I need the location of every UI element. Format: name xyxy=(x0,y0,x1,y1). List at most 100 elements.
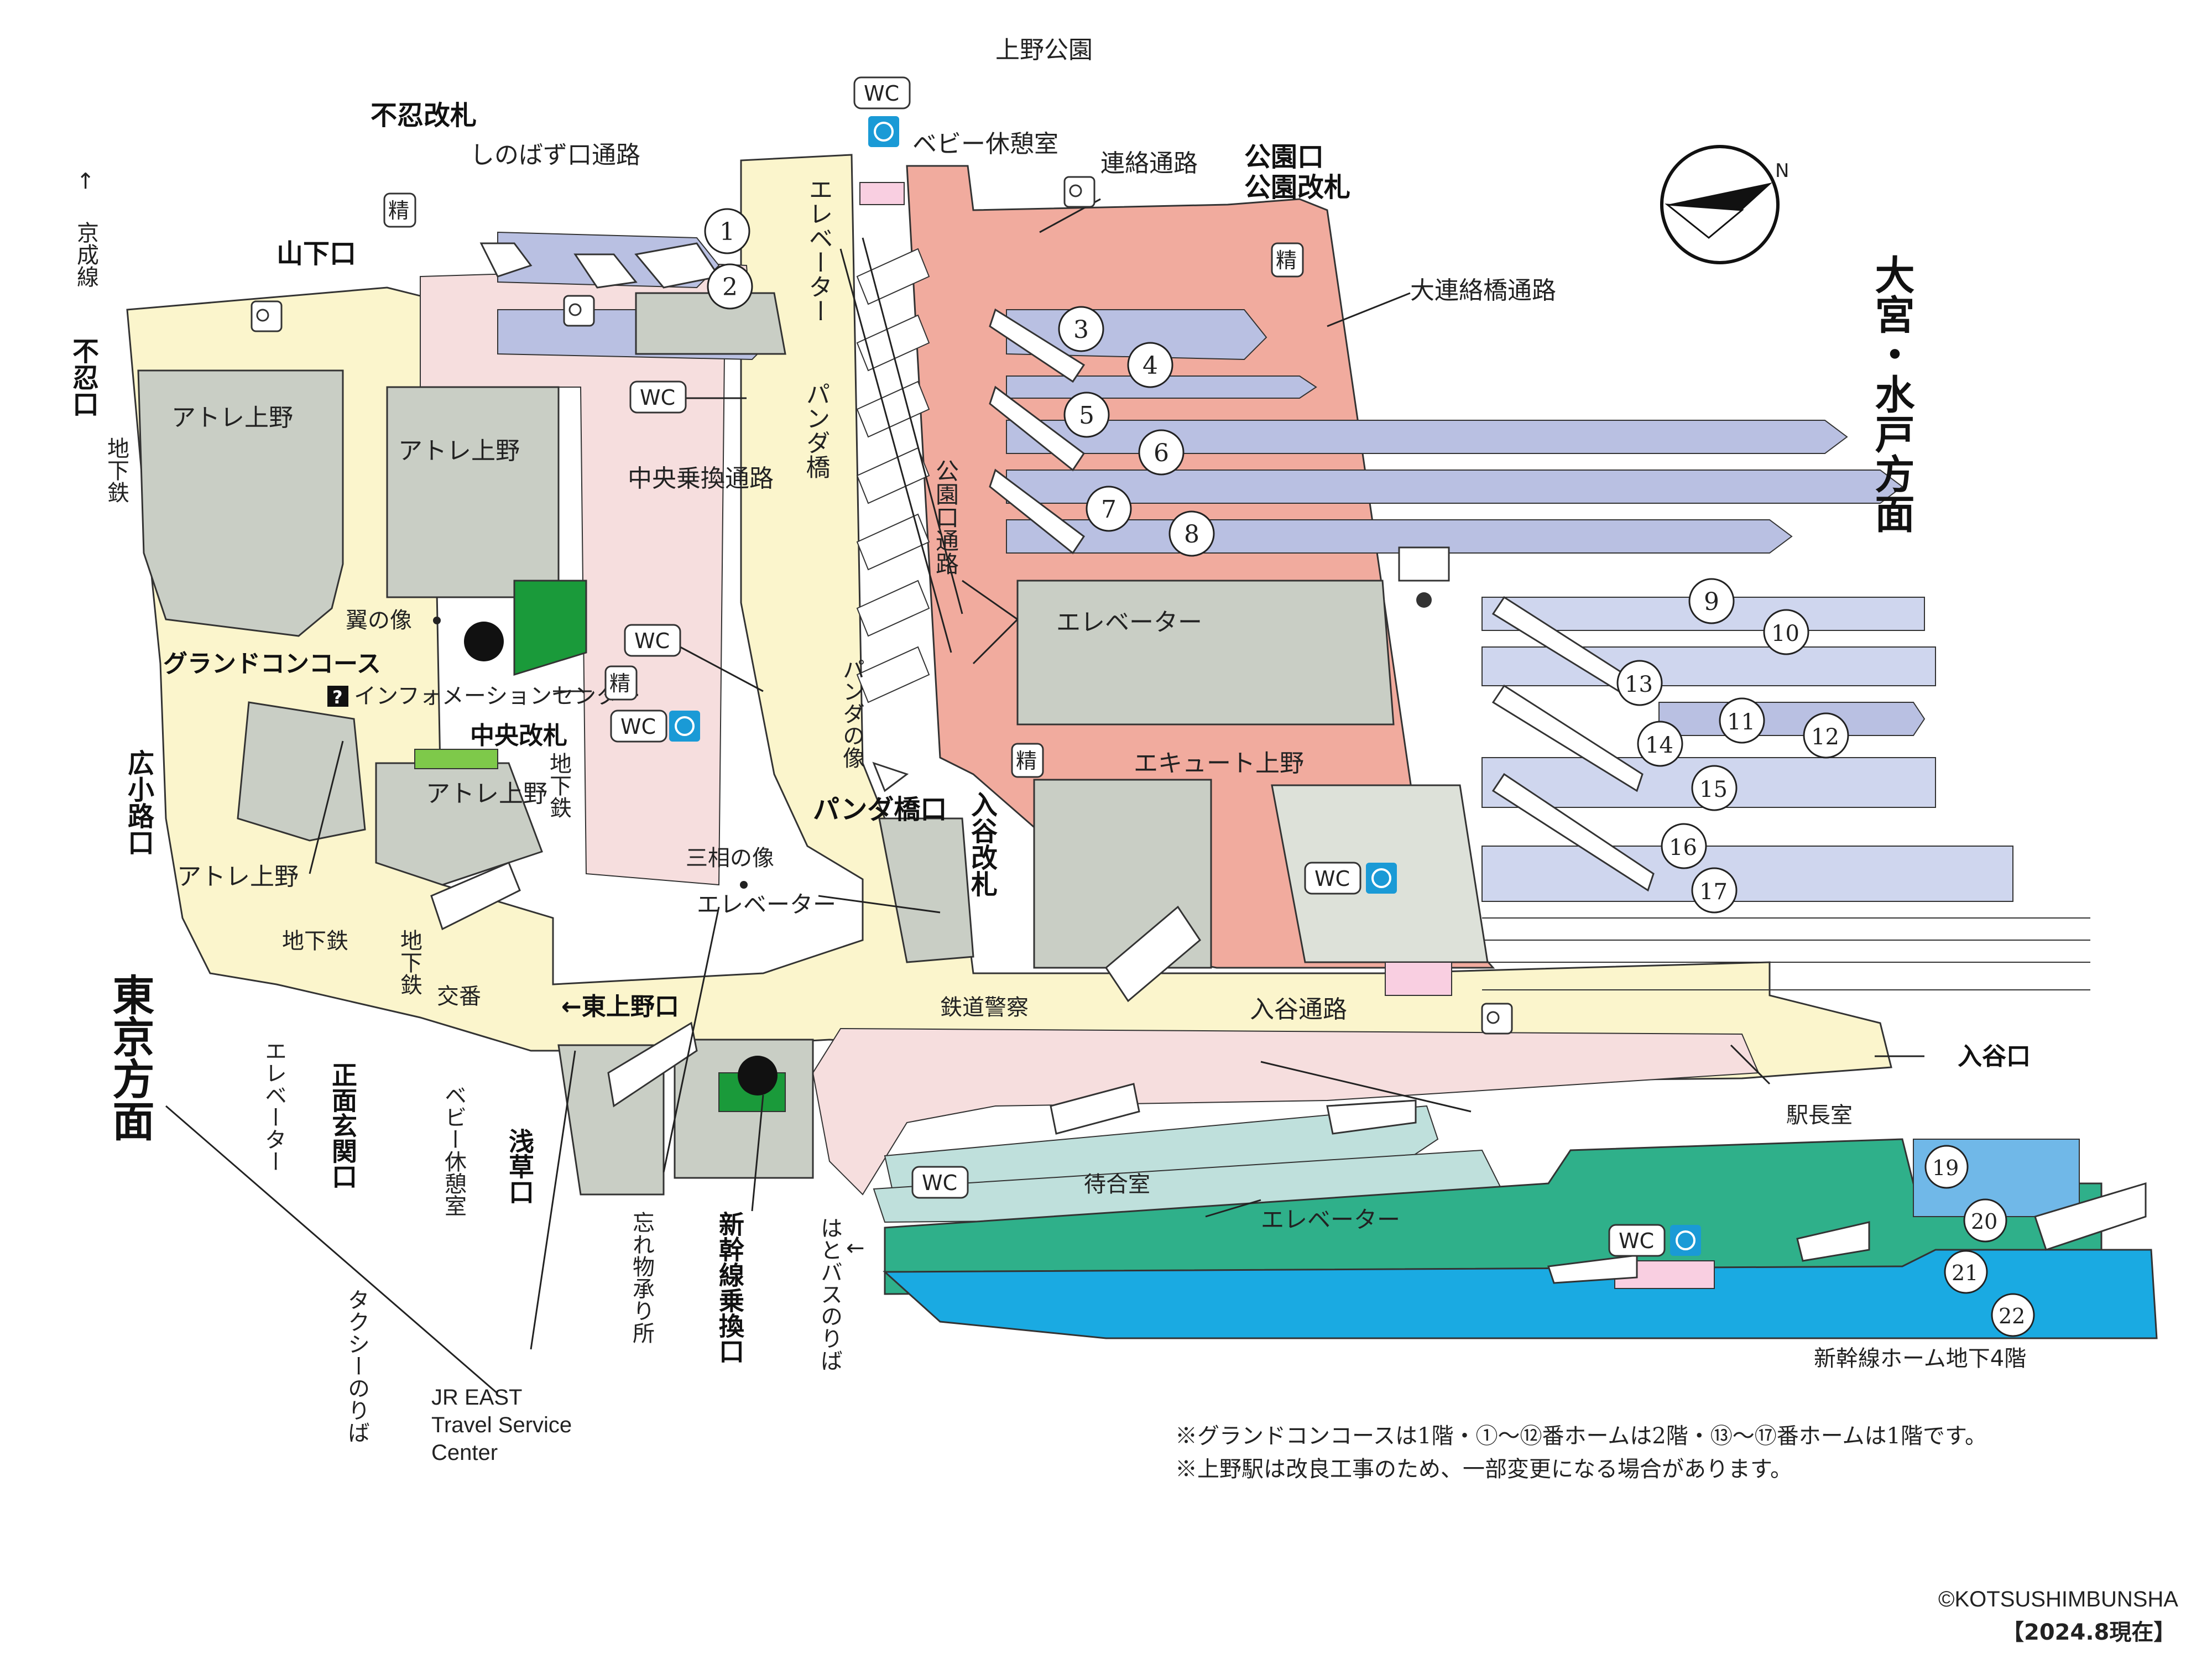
atre-label-4: アトレ上野 xyxy=(426,780,547,808)
svg-text:WC: WC xyxy=(1619,1229,1654,1253)
svg-text:21: 21 xyxy=(1952,1261,1978,1285)
svg-text:9: 9 xyxy=(1704,588,1719,616)
track-lines xyxy=(1482,917,2090,990)
platform-number: 21 xyxy=(1944,1250,1988,1294)
platform-number: 7 xyxy=(1086,486,1132,532)
platform-number: 15 xyxy=(1691,765,1738,811)
chuo-transfer-passage-label: 中央乗換通路 xyxy=(628,465,774,493)
svg-text:←: ← xyxy=(73,171,98,190)
pink-rooms xyxy=(859,182,1715,1289)
copyright-label: ©KOTSUSHIMBUNSHA xyxy=(1938,1587,2178,1611)
shinkansen-transfer-label: 新幹線乗換口 xyxy=(715,1211,745,1364)
wheelchair-icon xyxy=(1366,863,1397,894)
wc-sign: WC xyxy=(911,1166,969,1199)
platform-number: 2 xyxy=(707,263,753,310)
shinobazu-gate-label: 不忍改札 xyxy=(371,100,477,131)
key-icon xyxy=(1481,1003,1513,1035)
direction-west: 東京方面 xyxy=(106,973,155,1141)
subway-label-4: 地下鉄 xyxy=(397,929,422,995)
svg-text:精: 精 xyxy=(388,199,409,223)
svg-text:22: 22 xyxy=(1999,1304,2025,1328)
key-icon xyxy=(1063,176,1095,208)
panda-bashi-exit-label: パンダ橋口 xyxy=(813,794,947,825)
grand-concourse-area xyxy=(126,154,1892,1085)
shomen-genkan-exit-label: 正面玄関口 xyxy=(328,1062,358,1189)
railway-police-label: 鉄道警察 xyxy=(940,995,1029,1020)
shinkansen-concourse-area xyxy=(812,1027,1760,1196)
svg-text:16: 16 xyxy=(1669,835,1697,860)
platform-number: 11 xyxy=(1719,697,1765,744)
higashi-ueno-exit-label: ←東上野口 xyxy=(561,993,679,1021)
information-center: ? インフォメーションセンター xyxy=(327,684,640,709)
subway-label-2: 地下鉄 xyxy=(282,928,348,954)
platform-number: 14 xyxy=(1637,721,1683,767)
chuo-gate-label: 中央改札 xyxy=(470,722,567,750)
key-icon xyxy=(563,295,595,327)
lost-property-label: 忘れ物承り所 xyxy=(629,1211,654,1344)
asakusa-exit-label: 浅草口 xyxy=(505,1128,535,1204)
iriya-gate-label: 入谷改札 xyxy=(966,791,998,897)
shrine-mark-icon xyxy=(464,622,778,1095)
koen-passage-label: 公園口通路 xyxy=(932,459,959,575)
svg-text:15: 15 xyxy=(1699,777,1728,802)
jr-travel-line2: Travel Service xyxy=(431,1413,572,1437)
telephone-icon xyxy=(1398,546,1450,608)
iriya-passage-label: 入谷通路 xyxy=(1250,995,1347,1024)
platform-number: 1 xyxy=(704,208,750,254)
svg-text:?: ? xyxy=(332,687,343,708)
station-master-label: 駅長室 xyxy=(1786,1103,1853,1128)
platform-number: 6 xyxy=(1138,429,1185,476)
seisan-sign: 精 xyxy=(383,192,416,228)
shinobazu-exit-label: 不忍口 xyxy=(67,337,99,417)
platform-number: 13 xyxy=(1616,660,1663,706)
svg-text:4: 4 xyxy=(1142,352,1158,380)
svg-text:17: 17 xyxy=(1699,879,1728,905)
platform-number: 3 xyxy=(1058,306,1104,352)
note-line-2: ※上野駅は改良工事のため、一部変更になる場合があります。 xyxy=(1175,1457,1792,1482)
svg-text:1: 1 xyxy=(719,218,735,246)
tsubasa-statue-dot xyxy=(433,617,441,624)
atre-label-3: アトレ上野 xyxy=(177,863,299,891)
baby-room-label-1: ベビー休憩室 xyxy=(912,130,1058,158)
elevator-label-5: エレベーター xyxy=(1261,1206,1400,1233)
svg-text:5: 5 xyxy=(1079,401,1094,430)
svg-text:京成線: 京成線 xyxy=(73,221,98,288)
svg-text:WC: WC xyxy=(922,1171,957,1195)
information-icon xyxy=(327,686,348,707)
panda-bridge-label: パンダ橋 xyxy=(802,382,830,479)
svg-text:10: 10 xyxy=(1771,621,1799,646)
svg-text:WC: WC xyxy=(620,714,656,739)
wheelchair-icon xyxy=(1670,1225,1701,1256)
note-line-1: ※グランドコンコースは1階・①〜⑫番ホームは2階・⑬〜⑰番ホームは1階です。 xyxy=(1175,1423,1987,1449)
leader-lines xyxy=(165,198,1924,1395)
svg-text:WC: WC xyxy=(640,385,675,410)
wc-sign: WC xyxy=(624,624,681,657)
subway-label-3: 地下鉄 xyxy=(546,752,571,818)
hato-bus-arrow: ← xyxy=(846,1235,865,1261)
jr-travel-line3: Center xyxy=(431,1441,498,1465)
platform-numbers: 1 2 3 4 5 6 7 8 9 10 11 12 13 14 15 16 1… xyxy=(704,208,2035,1337)
key-icon xyxy=(251,300,283,332)
jr-travel-line1: JR EAST xyxy=(431,1385,522,1410)
baby-room-label-2: ベビー休憩室 xyxy=(441,1084,467,1217)
svg-text:13: 13 xyxy=(1625,672,1653,697)
svg-text:WC: WC xyxy=(634,629,670,653)
platform-number: 17 xyxy=(1691,867,1738,914)
svg-text:8: 8 xyxy=(1184,520,1199,549)
wc-sign: WC xyxy=(853,76,911,109)
elevator-label-2: エレベーター xyxy=(1056,608,1202,637)
hato-bus-label: はとバスのりば xyxy=(817,1217,842,1371)
platform-number: 19 xyxy=(1924,1145,1969,1189)
svg-text:WC: WC xyxy=(1314,867,1350,891)
as-of-label: 【2024.8現在】 xyxy=(2002,1620,2176,1645)
svg-text:WC: WC xyxy=(864,81,899,106)
svg-text:精: 精 xyxy=(1276,248,1297,273)
svg-text:12: 12 xyxy=(1811,724,1839,750)
koen-exit-label: 公園口 xyxy=(1244,142,1324,173)
top-landmark: 上野公園 xyxy=(995,36,1093,64)
svg-text:6: 6 xyxy=(1154,439,1169,467)
sanso-statue-dot xyxy=(740,881,748,889)
seisan-boxes: 精 精 精 精 xyxy=(383,192,1304,778)
stairs xyxy=(430,242,2147,1284)
